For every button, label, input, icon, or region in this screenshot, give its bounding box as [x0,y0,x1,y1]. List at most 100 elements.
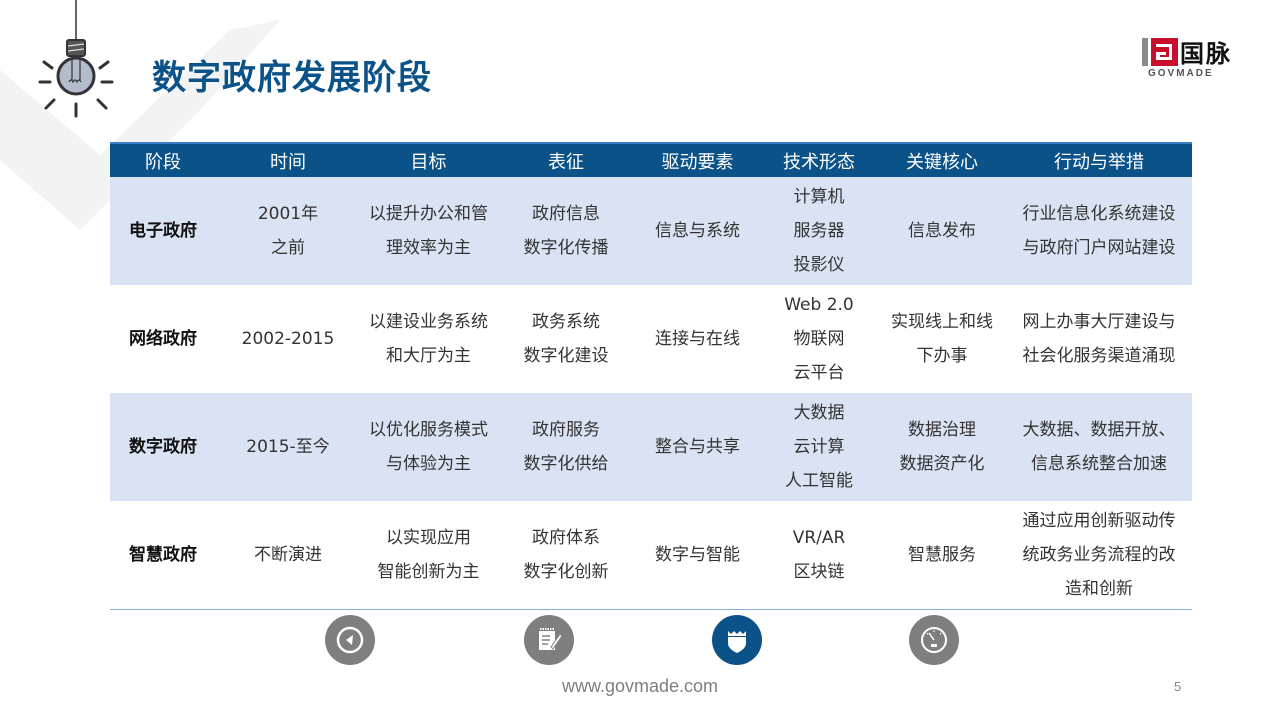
column-header-feature: 表征 [497,142,635,177]
cell-feature: 政府服务 数字化供给 [497,393,635,501]
cell-goal: 以实现应用 智能创新为主 [360,501,497,610]
cell-line: 社会化服务渠道涌现 [1022,346,1176,366]
cell-time: 2015-至今 [216,393,360,501]
page-title: 数字政府发展阶段 [152,58,432,98]
cell-core: 数据治理 数据资产化 [878,393,1006,501]
footer-website-url: www.govmade.com [561,676,719,696]
cell-line: 数字与智能 [655,544,740,565]
table-row: 数字政府 2015-至今 以优化服务模式 与体验为主 政府服务 数字化供给 整合… [110,393,1192,501]
cell-line: 政府信息 [532,204,600,224]
cell-line: 行业信息化系统建设 [1022,204,1176,224]
logo-mark-icon [1142,38,1178,66]
cell-line: 连接与在线 [655,329,740,349]
cell-line: 物联网 [793,329,845,349]
notepad-edit-icon [539,628,563,650]
cell-line: 不断演进 [254,544,322,565]
notes-button[interactable] [524,615,574,665]
cell-stage: 智慧政府 [110,501,216,610]
govmade-logo: 国脉 GOVMADE [1142,36,1252,86]
speed-button[interactable] [909,615,959,665]
cell-line: 造和创新 [1065,578,1133,599]
cell-line: 大数据、数据开放、 [1022,420,1176,440]
cell-line: 服务器 [793,221,845,241]
cell-line: 云平台 [793,363,845,383]
cell-line: 以建设业务系统 [369,312,488,332]
cell-core: 实现线上和线 下办事 [878,285,1006,393]
page-number: 5 [1174,679,1182,694]
column-header-actions: 行动与举措 [1006,142,1192,177]
column-header-core: 关键核心 [878,142,1006,177]
shield-crown-icon [728,631,746,653]
column-header-driver: 驱动要素 [635,142,760,177]
cell-feature: 政府信息 数字化传播 [497,177,635,285]
cell-line: 信息系统整合加速 [1031,454,1167,474]
cell-line: 2001年 [257,204,319,224]
cell-line: 实现线上和线 [891,312,993,332]
cell-line: 下办事 [916,346,968,366]
cell-core: 智慧服务 [878,501,1006,610]
cell-goal: 以提升办公和管 理效率为主 [360,177,497,285]
cell-driver: 连接与在线 [635,285,760,393]
cell-line: 2002-2015 [241,329,335,349]
cell-line: 整合与共享 [655,437,740,457]
cell-line: 信息发布 [908,221,976,241]
cell-line: 政务系统 [532,312,600,332]
speedometer-icon [921,627,947,653]
shield-button[interactable] [712,615,762,665]
column-header-stage: 阶段 [110,142,216,177]
cell-line: 区块链 [793,561,845,582]
cell-tech: 大数据 云计算 人工智能 [760,393,878,501]
cell-line: Web 2.0 [784,295,854,315]
cell-goal: 以优化服务模式 与体验为主 [360,393,497,501]
cell-actions: 网上办事大厅建设与 社会化服务渠道涌现 [1006,285,1192,393]
column-header-tech: 技术形态 [760,142,878,177]
cell-driver: 数字与智能 [635,501,760,610]
cell-line: 数据治理 [908,420,976,440]
logo-chinese-text: 国脉 [1180,39,1232,68]
back-icon [336,626,364,654]
cell-line: 与政府门户网站建设 [1022,238,1176,258]
cell-line: 数字化供给 [523,454,609,474]
cell-stage: 电子政府 [110,177,216,285]
cell-line: 大数据 [793,403,845,423]
cell-line: 智能创新为主 [377,561,480,582]
cell-line: 人工智能 [785,471,853,491]
bottom-nav-icons [0,615,1280,665]
cell-line: 数字化建设 [523,346,609,366]
cell-line: 之前 [271,238,305,258]
cell-line: 数字化传播 [523,238,609,258]
cell-line: 政府体系 [532,527,600,548]
table-row: 网络政府 2002-2015 以建设业务系统 和大厅为主 政务系统 数字化建设 … [110,285,1192,393]
cell-feature: 政务系统 数字化建设 [497,285,635,393]
cell-driver: 整合与共享 [635,393,760,501]
table-row: 电子政府 2001年 之前 以提升办公和管 理效率为主 政府信息 数字化传播 信… [110,177,1192,285]
cell-line: 网上办事大厅建设与 [1022,312,1176,332]
cell-feature: 政府体系 数字化创新 [497,501,635,610]
cell-line: 以实现应用 [386,527,471,548]
cell-time: 2002-2015 [216,285,360,393]
cell-core: 信息发布 [878,177,1006,285]
cell-tech: VR/AR 区块链 [760,501,878,610]
cell-line: 投影仪 [793,255,845,275]
cell-line: 以优化服务模式 [369,420,488,440]
cell-line: 数据资产化 [899,454,985,474]
cell-actions: 大数据、数据开放、 信息系统整合加速 [1006,393,1192,501]
light-bulb-icon [38,0,114,118]
cell-line: 云计算 [793,437,845,457]
cell-line: 计算机 [793,187,845,207]
cell-actions: 通过应用创新驱动传 统政务业务流程的改 造和创新 [1006,501,1192,610]
cell-line: 理效率为主 [386,238,471,258]
cell-line: 以提升办公和管 [369,204,488,224]
cell-line: 智慧服务 [908,544,976,565]
stages-table: 阶段 时间 目标 表征 驱动要素 技术形态 关键核心 行动与举措 电子政府 20… [110,142,1192,610]
cell-tech: Web 2.0 物联网 云平台 [760,285,878,393]
cell-line: 通过应用创新驱动传 [1022,510,1176,531]
back-button[interactable] [325,615,375,665]
cell-actions: 行业信息化系统建设 与政府门户网站建设 [1006,177,1192,285]
table-header-row: 阶段 时间 目标 表征 驱动要素 技术形态 关键核心 行动与举措 [110,142,1192,177]
cell-line: 数字化创新 [523,561,609,582]
column-header-time: 时间 [216,142,360,177]
cell-time: 2001年 之前 [216,177,360,285]
cell-line: VR/AR [792,527,846,548]
cell-stage: 网络政府 [110,285,216,393]
